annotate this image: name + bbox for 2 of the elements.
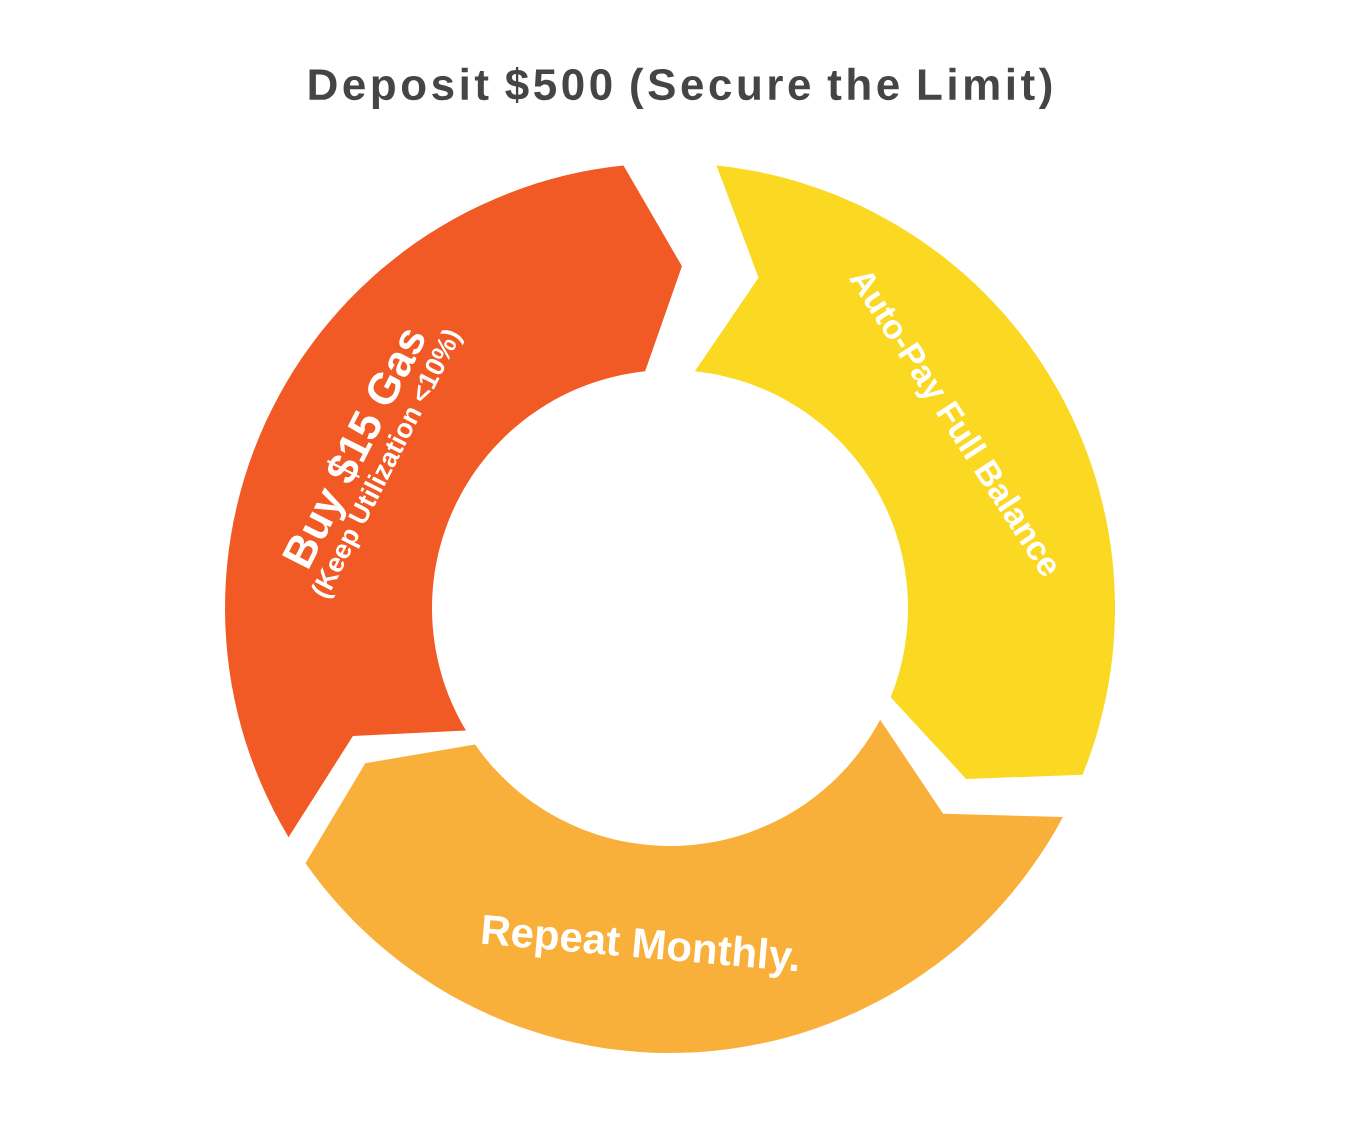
title: Deposit $500 (Secure the Limit): [309, 67, 1052, 109]
arrow-segment: Repeat Monthly.: [305, 719, 1063, 1053]
